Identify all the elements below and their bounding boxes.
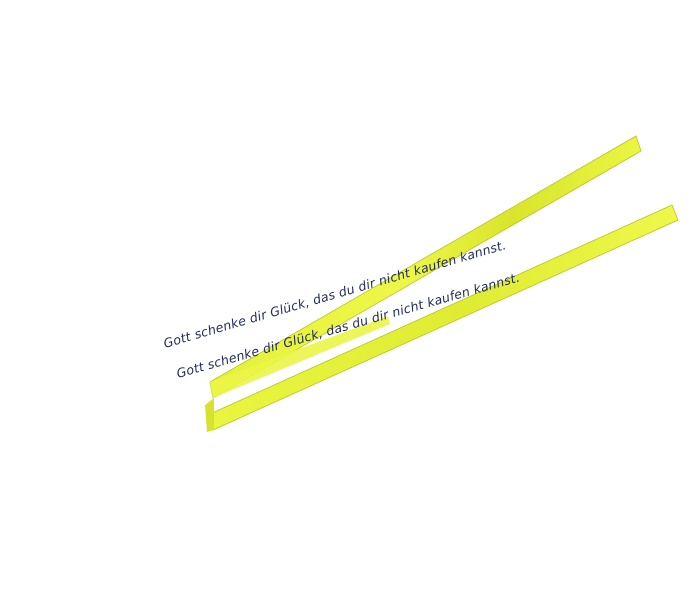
- ribbon-upper-tail: [210, 316, 390, 398]
- ribbon-end-fold: [205, 398, 214, 432]
